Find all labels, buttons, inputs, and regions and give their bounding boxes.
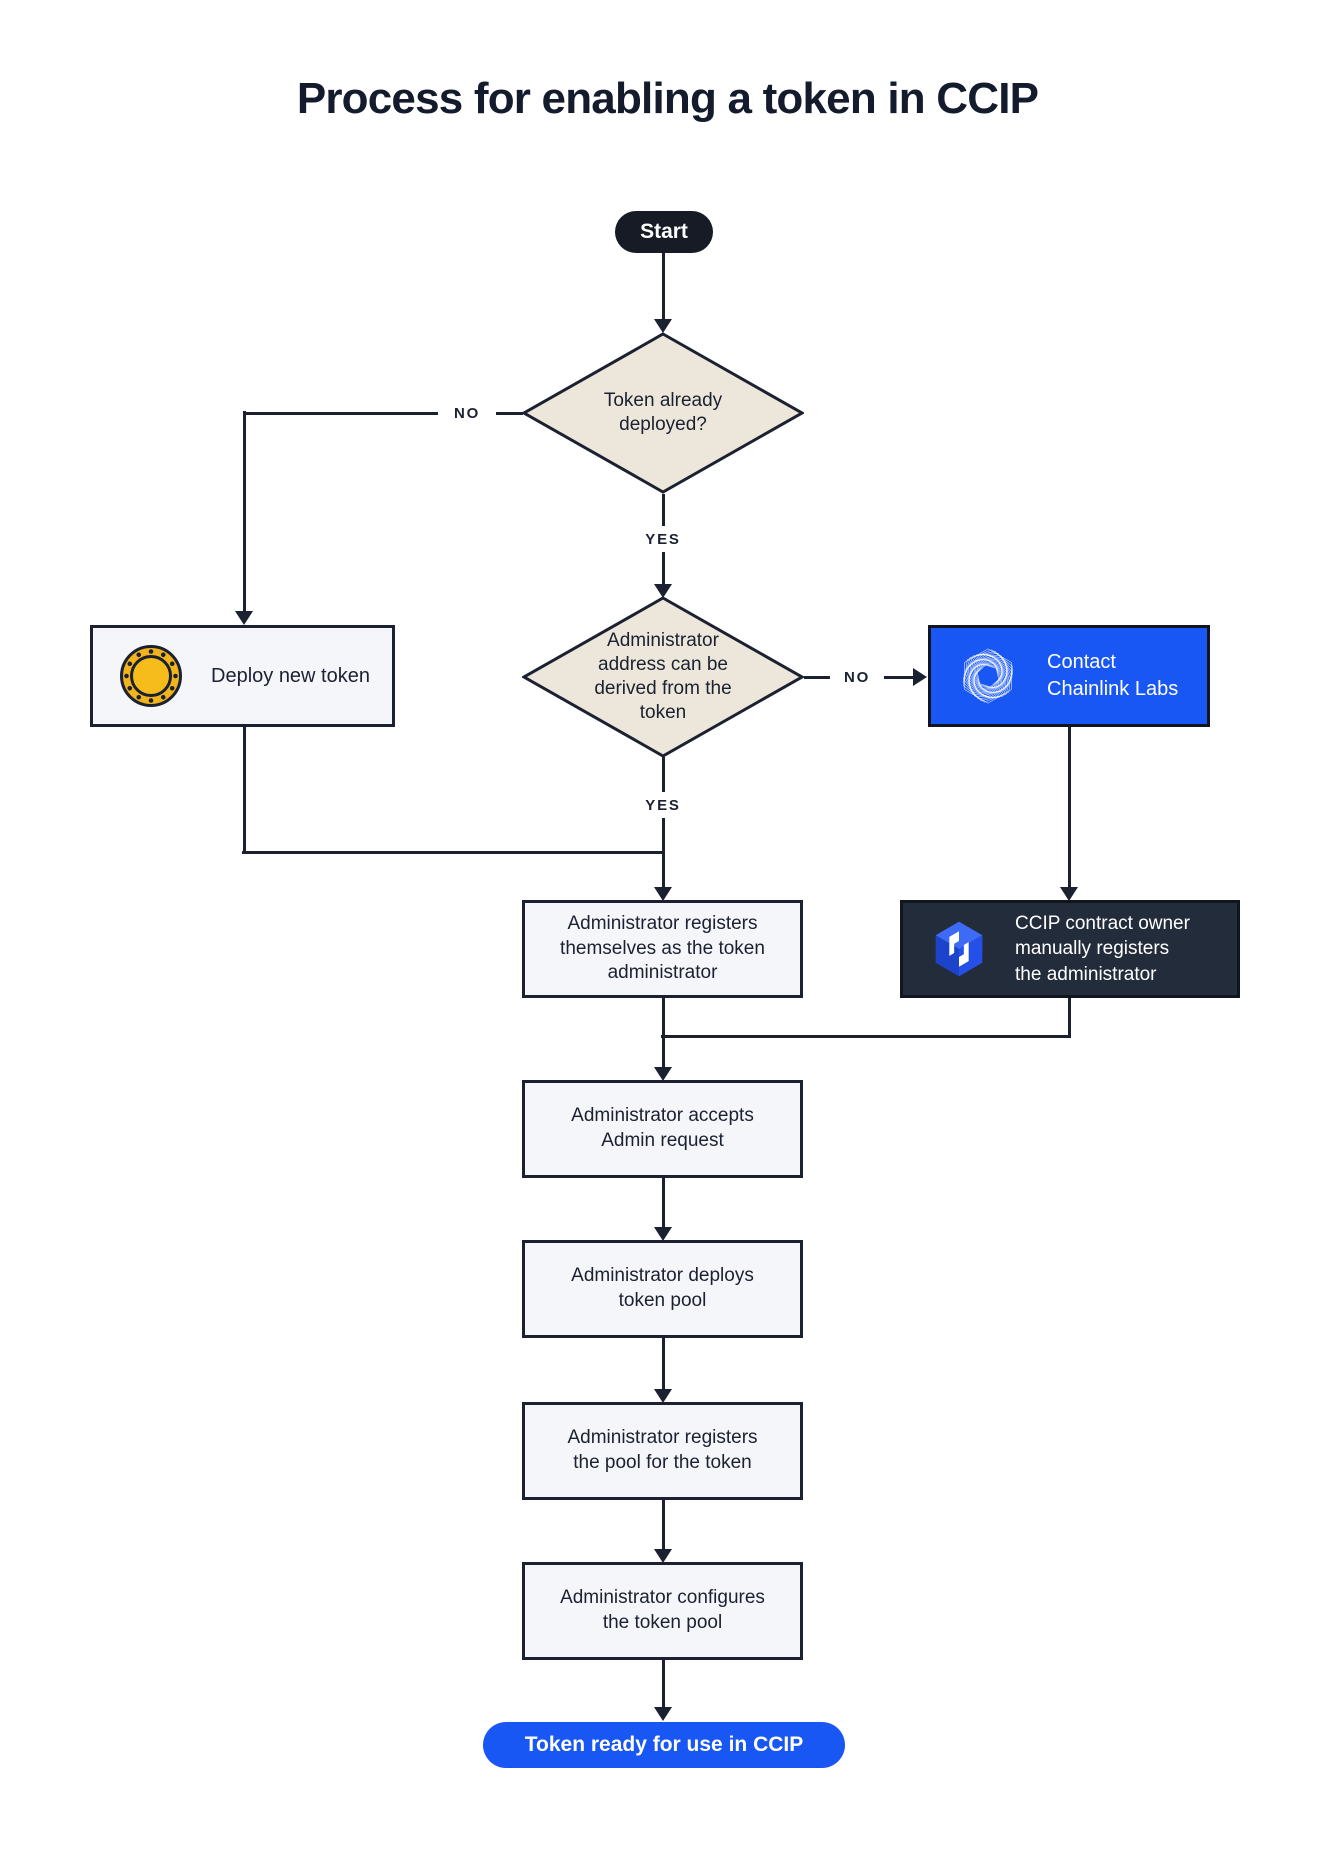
decision2-label: Administrator address can be derived fro… xyxy=(594,629,732,724)
edge-label-no-2: NO xyxy=(830,664,884,690)
edge-ccip-owner-down xyxy=(1067,998,1071,1038)
edge-deploys-to-registers-pool xyxy=(661,1338,665,1389)
decision1-label: Token already deployed? xyxy=(603,389,723,435)
token-ready-label: Token ready for use in CCIP xyxy=(524,1733,804,1756)
edge-registers-pool-to-configures xyxy=(661,1500,665,1549)
ccip-owner-registers-admin-label: CCIP contract owner manually registers t… xyxy=(1015,912,1190,985)
arrowhead-into-decision2 xyxy=(654,584,672,598)
edge-decision1-no xyxy=(243,411,523,415)
admin-registers-self-label: Administrator registers themselves as th… xyxy=(560,912,765,984)
edge-no-down-to-deploy xyxy=(242,411,246,611)
node-contact-chainlink-labs: Contact Chainlink Labs xyxy=(928,625,1210,727)
diamond-shape xyxy=(522,596,804,758)
node-admin-accepts-request: Administrator accepts Admin request xyxy=(522,1080,803,1178)
edge-configures-to-ready xyxy=(661,1660,665,1707)
deploy-new-token-label: Deploy new token xyxy=(211,664,370,687)
admin-registers-pool-label: Administrator registers the pool for the… xyxy=(567,1427,758,1473)
decision-admin-address-derivable: Administrator address can be derived fro… xyxy=(522,596,804,758)
coin-icon xyxy=(119,644,183,708)
page-title: Process for enabling a token in CCIP xyxy=(296,74,1039,123)
arrowhead-into-accepts xyxy=(654,1067,672,1081)
node-ccip-owner-registers-admin: CCIP contract owner manually registers t… xyxy=(900,900,1240,998)
arrowhead-into-configures xyxy=(654,1549,672,1563)
arrowhead-into-registers-self xyxy=(654,887,672,901)
arrowhead-into-ccip-owner xyxy=(1060,887,1078,901)
edge-label-yes-1: YES xyxy=(633,526,693,552)
admin-configures-pool-label: Administrator configures the token pool xyxy=(560,1587,765,1633)
edge-accepts-to-deploys-pool xyxy=(661,1178,665,1227)
admin-deploys-pool-label: Administrator deploys token pool xyxy=(571,1265,754,1311)
node-admin-registers-self: Administrator registers themselves as th… xyxy=(522,900,803,998)
admin-accepts-request-label: Administrator accepts Admin request xyxy=(571,1105,754,1151)
edge-contact-to-ccip-owner xyxy=(1067,727,1071,887)
edge-decision2-yes xyxy=(661,757,665,887)
edge-label-no-1: NO xyxy=(438,400,496,426)
diamond-shape xyxy=(522,332,804,494)
arrowhead-into-deploys-pool xyxy=(654,1227,672,1241)
arrowhead-into-token-ready xyxy=(654,1707,672,1721)
node-token-ready: Token ready for use in CCIP xyxy=(483,1722,845,1768)
edge-start-to-decision1 xyxy=(661,253,665,319)
node-admin-registers-pool: Administrator registers the pool for the… xyxy=(522,1402,803,1500)
start-node: Start xyxy=(615,211,713,253)
edge-registers-self-down xyxy=(661,998,665,1067)
contact-chainlink-labs-label: Contact Chainlink Labs xyxy=(1047,651,1179,700)
ccip-icon xyxy=(933,920,985,978)
edge-ccip-owner-merge xyxy=(661,1035,1071,1038)
arrowhead-into-contact-box xyxy=(913,668,927,686)
edge-deploy-down xyxy=(242,727,246,854)
decision-token-already-deployed: Token already deployed? xyxy=(522,332,804,494)
chainlink-icon xyxy=(957,645,1019,707)
node-admin-configures-pool: Administrator configures the token pool xyxy=(522,1562,803,1660)
node-admin-deploys-pool: Administrator deploys token pool xyxy=(522,1240,803,1338)
arrowhead-into-deploy-box xyxy=(235,611,253,625)
node-deploy-new-token: Deploy new token xyxy=(90,625,395,727)
arrowhead-into-registers-pool xyxy=(654,1389,672,1403)
start-label: Start xyxy=(640,220,688,243)
arrowhead-into-decision1 xyxy=(654,319,672,333)
edge-deploy-merge xyxy=(242,851,665,854)
edge-label-yes-2: YES xyxy=(633,792,693,818)
